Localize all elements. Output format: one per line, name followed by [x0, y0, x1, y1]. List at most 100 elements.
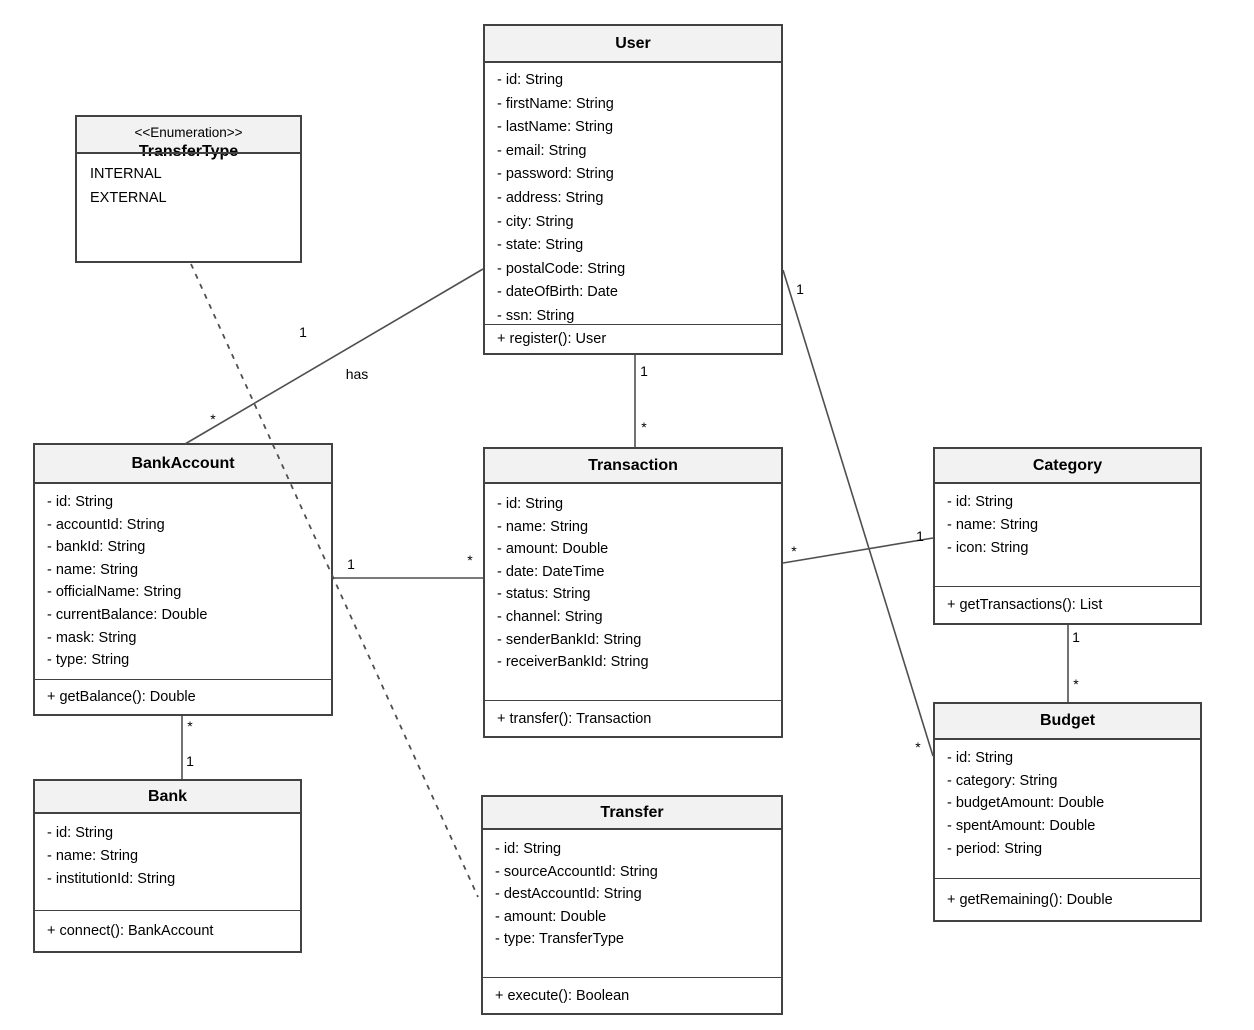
method: + getBalance(): Double [47, 689, 196, 705]
attribute: - dateOfBirth: Date [497, 284, 618, 301]
class-transfertype[interactable]: <<Enumeration>> TransferType INTERNAL EXT… [75, 115, 302, 263]
class-bankaccount-methods: + getBalance(): Double [35, 679, 331, 714]
attribute: - accountId: String [47, 516, 165, 533]
attribute: - password: String [497, 166, 614, 183]
class-transaction-attributes: - id: String - name: String - amount: Doub… [485, 484, 781, 700]
attribute: - type: String [47, 652, 130, 669]
class-transfer-attributes: - id: String- sourceAccountId: String- d… [483, 830, 781, 977]
enum-value: EXTERNAL [90, 189, 167, 206]
attribute: - senderBankId: String [497, 631, 642, 648]
attribute: - institutionId: String [47, 871, 176, 887]
mult-user-transaction-source: 1 [640, 363, 648, 379]
mult-category-budget-source: 1 [1072, 629, 1080, 645]
attribute: - destAccountId: String [495, 886, 642, 903]
class-budget-attributes: - id: String - category: String - budgetAm… [935, 740, 1200, 878]
relation-transaction-category-line [782, 537, 934, 564]
class-bank-name: Bank [147, 787, 188, 805]
mult-user-budget-target: * [915, 739, 921, 755]
attribute: - category: String [947, 772, 1058, 789]
class-transfertype-name: TransferType [77, 143, 300, 161]
attribute: - name: String [47, 848, 139, 864]
attribute: - address: String [497, 189, 604, 206]
attribute: - bankId: String [47, 539, 146, 556]
class-bankaccount[interactable]: BankAccount - id: String - accountId: Str… [33, 443, 333, 716]
class-transfer-methods: + execute(): Boolean [483, 977, 781, 1013]
class-transfertype-divider [77, 152, 300, 154]
attribute: - id: String [497, 72, 564, 88]
class-user-header: User [485, 26, 781, 63]
mult-transaction-category-source: * [791, 543, 797, 559]
mult-user-bankaccount-source: 1 [299, 324, 307, 340]
attribute: - id: String [497, 496, 564, 512]
mult-user-bankaccount-target: * [210, 411, 216, 427]
class-bank-header: Bank [35, 781, 300, 814]
relation-user-bankaccount-line [184, 268, 484, 445]
attribute: - lastName: String [497, 119, 614, 136]
class-user-attributes: - id: String - firstName: String - lastNam… [485, 63, 781, 324]
class-transfertype-header: <<Enumeration>> [77, 117, 300, 154]
attribute: - firstName: String [497, 95, 614, 112]
attribute: - id: String [47, 494, 114, 510]
attribute: - receiverBankId: String [497, 654, 649, 671]
attribute: - icon: String [947, 540, 1029, 556]
relation-name-has: has [345, 366, 369, 382]
class-category-header: Category [935, 449, 1200, 484]
method: + getRemaining(): Double [947, 891, 1113, 908]
attribute: - budgetAmount: Double [947, 795, 1105, 812]
enum-value: INTERNAL [90, 166, 162, 182]
class-user-name: User [615, 34, 651, 52]
class-bankaccount-attributes: - id: String - accountId: String - bankId:… [35, 484, 331, 679]
mult-user-transaction-target: * [641, 419, 647, 435]
class-transfer[interactable]: Transfer - id: String- sourceAccountId: … [481, 795, 783, 1015]
class-budget-header: Budget [935, 704, 1200, 740]
attribute: - status: String [497, 586, 591, 603]
mult-bankaccount-transaction-source: 1 [347, 556, 355, 572]
attribute: - name: String [497, 518, 589, 535]
method: + getTransactions(): List [947, 597, 1103, 613]
attribute: - amount: Double [497, 541, 609, 558]
relation-user-budget-line [782, 269, 934, 757]
attribute: - name: String [47, 561, 139, 578]
attribute: - state: String [497, 237, 584, 254]
class-user[interactable]: User - id: String - firstName: String - la… [483, 24, 783, 355]
class-bank-attributes: - id: String - name: String - institutionI… [35, 814, 300, 910]
class-bank-methods: + connect(): BankAccount [35, 910, 300, 951]
class-transaction-name: Transaction [588, 456, 678, 474]
attribute: - id: String [947, 494, 1014, 510]
attribute: - id: String [495, 841, 562, 857]
attribute: - id: String [947, 750, 1014, 766]
attribute: - period: String [947, 840, 1043, 857]
attribute: - currentBalance: Double [47, 606, 208, 623]
attribute: - name: String [947, 517, 1039, 533]
mult-transaction-category-target: 1 [916, 528, 924, 544]
class-transaction[interactable]: Transaction - id: String- name: String- … [483, 447, 783, 738]
method: + register(): User [497, 331, 607, 347]
class-category-methods: + getTransactions(): List [935, 586, 1200, 623]
class-transfertype-values: INTERNAL EXTERNAL [77, 154, 300, 261]
class-transfertype-stereotype: <<Enumeration>> [134, 125, 243, 140]
attribute: - postalCode: String [497, 260, 626, 277]
attribute: - ssn: String [497, 307, 575, 324]
mult-category-budget-target: * [1073, 676, 1079, 692]
attribute: - type: TransferType [495, 931, 624, 948]
mult-bankaccount-bank-source: * [187, 718, 193, 734]
attribute: - email: String [497, 142, 587, 159]
class-bankaccount-name: BankAccount [131, 454, 235, 472]
mult-bankaccount-transaction-target: * [467, 552, 473, 568]
class-bank[interactable]: Bank - id: String - name: String - institu… [33, 779, 302, 953]
attribute: - channel: String [497, 608, 603, 625]
class-transfer-name: Transfer [600, 803, 664, 821]
class-transaction-methods: + transfer(): Transaction [485, 700, 781, 736]
class-transaction-header: Transaction [485, 449, 781, 484]
class-budget[interactable]: Budget - id: String - category: String - b… [933, 702, 1202, 922]
attribute: - id: String [47, 825, 114, 841]
attribute: - amount: Double [495, 908, 607, 925]
attribute: - date: DateTime [497, 563, 605, 580]
attribute: - spentAmount: Double [947, 818, 1096, 835]
attribute: - city: String [497, 213, 574, 230]
class-category[interactable]: Category - id: String - name: String - ico… [933, 447, 1202, 625]
method: + connect(): BankAccount [47, 923, 214, 939]
mult-user-budget-source: 1 [796, 281, 804, 297]
method: + transfer(): Transaction [497, 710, 652, 727]
